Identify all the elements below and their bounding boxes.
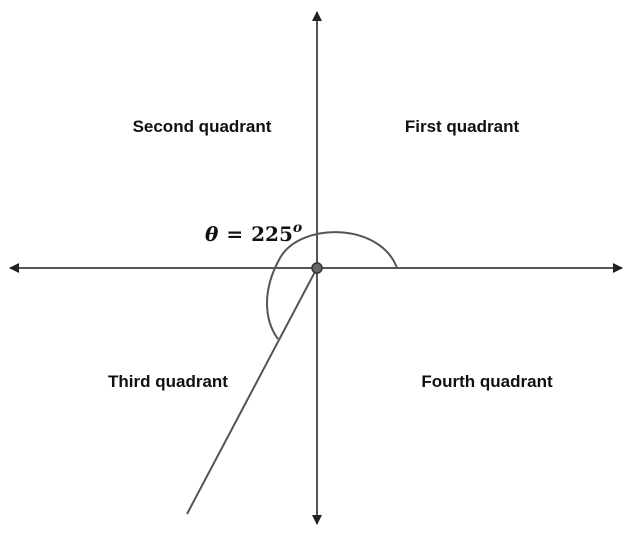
degree-symbol: o — [293, 220, 302, 236]
angle-label: θ = 225o — [205, 220, 302, 246]
second-quadrant-label: Second quadrant — [133, 117, 272, 136]
first-quadrant-label: First quadrant — [405, 117, 520, 136]
angle-value: 225 — [251, 222, 293, 246]
third-quadrant-label: Third quadrant — [108, 372, 228, 391]
fourth-quadrant-label: Fourth quadrant — [421, 372, 553, 391]
equals-sign: = — [226, 222, 243, 246]
origin-point — [311, 262, 323, 274]
terminal-ray — [186, 267, 318, 515]
theta-symbol: θ — [205, 222, 219, 246]
angle-arc — [266, 231, 398, 340]
